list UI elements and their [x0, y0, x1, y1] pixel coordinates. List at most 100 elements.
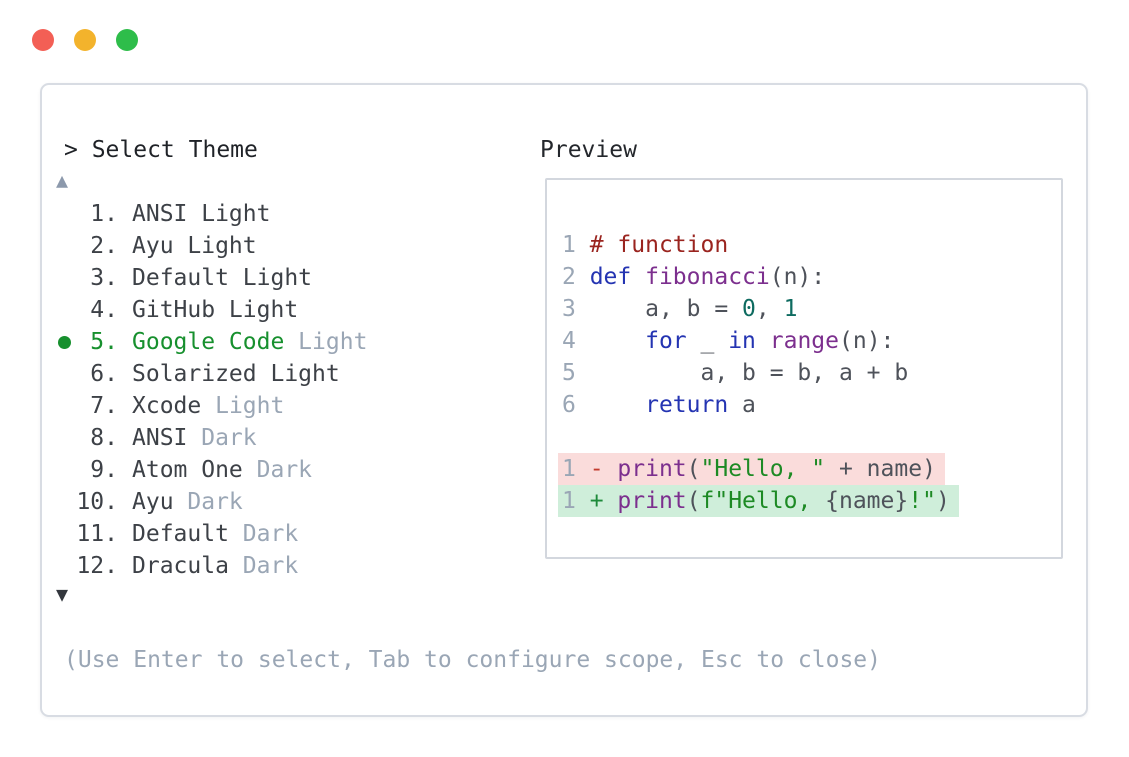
code-token: in [728, 328, 756, 354]
code-token: !" [908, 488, 936, 514]
dot-spacer [56, 518, 76, 550]
dot-spacer [56, 454, 76, 486]
theme-item-name: Solarized Light [132, 361, 340, 387]
scroll-down-indicator[interactable]: ▼ [56, 582, 69, 606]
theme-item[interactable]: 1. ANSI Light [56, 198, 367, 230]
code-token: a [728, 392, 756, 418]
code-token: , [755, 296, 784, 322]
prompt: > Select Theme [64, 137, 258, 163]
code-token: (n): [769, 264, 826, 290]
dot-spacer [56, 486, 76, 518]
theme-item-name: Default [132, 521, 229, 547]
theme-item-number: 4. [90, 297, 118, 323]
dot-spacer [56, 390, 76, 422]
theme-item-name: ANSI Light [132, 201, 271, 227]
code-line: 6 return a [562, 389, 756, 421]
theme-item-variant: Light [284, 329, 368, 355]
selected-dot-icon [56, 326, 76, 358]
theme-item-variant: Dark [228, 521, 299, 547]
theme-item-name: Default Light [132, 265, 313, 291]
theme-item-number: 8. [90, 425, 118, 451]
minimize-button[interactable] [74, 29, 96, 51]
line-number: 6 [562, 392, 590, 418]
code-token: a, b = [589, 296, 743, 322]
code-token [631, 264, 645, 290]
code-token [590, 392, 645, 418]
code-line: 5 a, b = b, a + b [562, 357, 908, 389]
theme-item-name: GitHub Light [132, 297, 299, 323]
theme-item[interactable]: 2. Ayu Light [56, 230, 367, 262]
help-text: (Use Enter to select, Tab to configure s… [64, 647, 881, 673]
dot-spacer [56, 294, 76, 326]
code-token: + name) [825, 456, 936, 482]
code-token [756, 328, 770, 354]
code-token: 1 [783, 296, 798, 322]
code-token: range [769, 328, 839, 354]
line-number: 2 [562, 264, 590, 290]
code-token: "Hello, " [700, 456, 826, 482]
line-number: 3 [562, 296, 590, 322]
code-line: 3 a, b = 0, 1 [562, 293, 797, 325]
theme-item-name: Atom One [132, 457, 243, 483]
code-token: - [589, 456, 618, 482]
theme-item-number: 2. [90, 233, 118, 259]
dot-spacer [56, 198, 76, 230]
line-number: 1 [562, 232, 590, 258]
dot-spacer [56, 262, 76, 294]
theme-item-name: Ayu Light [132, 233, 257, 259]
theme-item-number: 12. [76, 553, 118, 579]
dot-spacer [56, 422, 76, 454]
theme-item-number: 9. [90, 457, 118, 483]
theme-item[interactable]: 4. GitHub Light [56, 294, 367, 326]
theme-item-variant: Light [201, 393, 285, 419]
theme-list: 1. ANSI Light 2. Ayu Light 3. Default Light 4.… [56, 198, 367, 582]
theme-item-number: 3. [90, 265, 118, 291]
diff-line-removed: 1 - print("Hello, " + name) [558, 453, 945, 485]
theme-item-number: 5. [90, 329, 118, 355]
scroll-up-indicator[interactable]: ▲ [56, 168, 69, 192]
code-token: ( [686, 456, 701, 482]
code-token: def [589, 264, 632, 290]
theme-item-number: 10. [76, 489, 118, 515]
code-token: ( [686, 488, 701, 514]
code-token: (n): [839, 328, 895, 354]
theme-selector-panel: > Select Theme ▲ 1. ANSI Light 2. Ayu Light… [40, 83, 1088, 717]
theme-item-number: 7. [90, 393, 118, 419]
theme-item[interactable]: 6. Solarized Light [56, 358, 367, 390]
theme-item-number: 1. [90, 201, 118, 227]
theme-item[interactable]: 8.ANSI Dark [56, 422, 367, 454]
code-token [590, 328, 645, 354]
code-token: f"Hello, [700, 488, 826, 514]
theme-item-variant: Dark [242, 457, 313, 483]
close-button[interactable] [32, 29, 54, 51]
code-token: # function [589, 232, 729, 258]
theme-item-number: 6. [90, 361, 118, 387]
preview-title: Preview [540, 137, 637, 163]
theme-item-name: Dracula [132, 553, 229, 579]
theme-item[interactable]: 5.Google Code Light [56, 326, 367, 358]
code-token: a, b = b, a + b [589, 360, 909, 386]
line-number: 4 [562, 328, 590, 354]
theme-item[interactable]: 11.Default Dark [56, 518, 367, 550]
theme-item[interactable]: 12. Dracula Dark [56, 550, 367, 582]
dot-spacer [56, 358, 76, 390]
code-line: 1 # function [562, 229, 728, 261]
line-number: 5 [562, 360, 590, 386]
code-line: 4 for _ in range(n): [562, 325, 894, 357]
code-token: print [617, 488, 687, 514]
theme-item-name: Ayu [132, 489, 174, 515]
code-line: 2 def fibonacci(n): [562, 261, 825, 293]
theme-item[interactable]: 7. Xcode Light [56, 390, 367, 422]
code-token: print [617, 456, 687, 482]
code-token: _ [686, 328, 729, 354]
theme-item[interactable]: 9. Atom One Dark [56, 454, 367, 486]
zoom-button[interactable] [116, 29, 138, 51]
code-token: 0 [742, 296, 756, 322]
theme-item-variant: Dark [187, 425, 257, 451]
code-token: + [589, 488, 618, 514]
theme-item[interactable]: 10.Ayu Dark [56, 486, 367, 518]
theme-item[interactable]: 3. Default Light [56, 262, 367, 294]
theme-item-variant: Dark [228, 553, 299, 579]
theme-item-name: Xcode [132, 393, 202, 419]
